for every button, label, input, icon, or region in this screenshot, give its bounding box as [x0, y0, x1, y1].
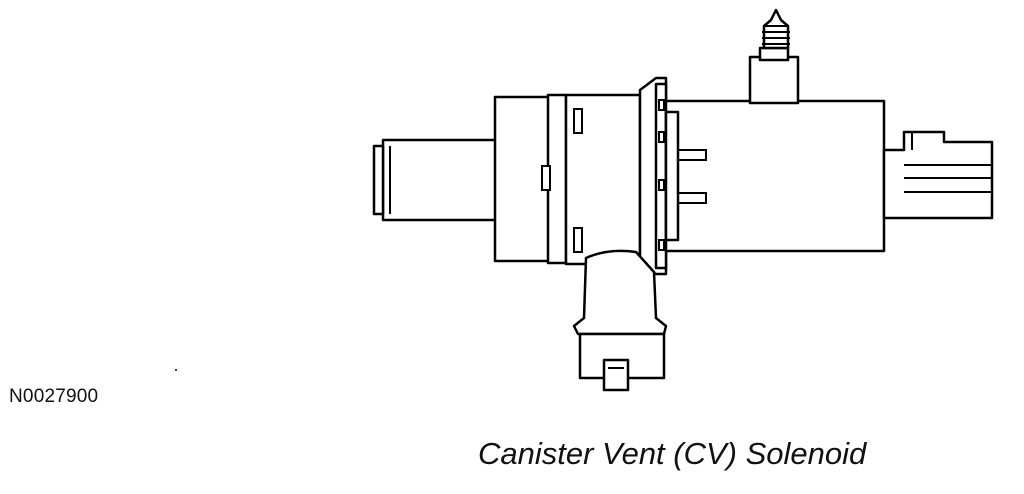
- left-body: [493, 93, 568, 265]
- top-fitting: [748, 8, 800, 105]
- stray-dot: [175, 369, 177, 371]
- center-housing: [541, 93, 642, 266]
- figure-caption: Canister Vent (CV) Solenoid: [478, 436, 867, 471]
- figure-reference-code: N0027900: [9, 386, 99, 407]
- mounting-flange: [638, 76, 668, 276]
- solenoid-body: [664, 99, 886, 253]
- inlet-nipple: [372, 138, 503, 222]
- electrical-connector: [882, 130, 994, 220]
- bottom-outlet: [572, 249, 668, 392]
